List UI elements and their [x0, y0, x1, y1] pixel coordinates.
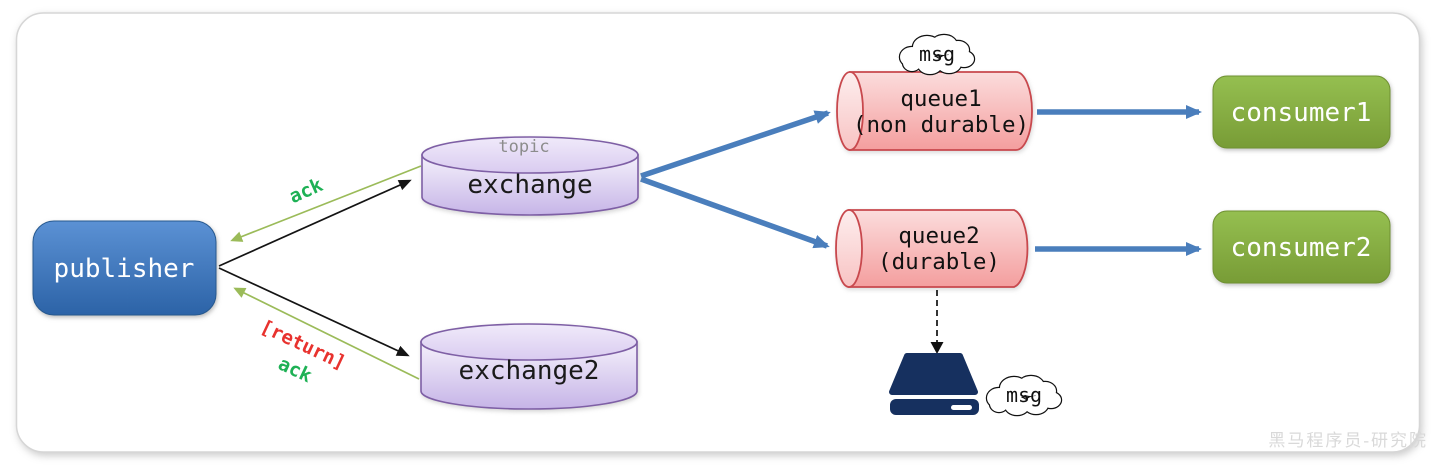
dashed-arrowhead	[930, 342, 944, 354]
msg-cloud-top: msg	[898, 33, 976, 76]
exchange2-cylinder-body	[420, 341, 638, 410]
consumer2-node: consumer2	[1212, 210, 1391, 284]
queue2-cylinder-cap	[835, 209, 863, 288]
arrow-publisher-to-exchange	[218, 179, 412, 267]
exchange-node: topic exchange	[421, 136, 639, 216]
consumer2-box	[1212, 210, 1391, 284]
ack-arrows	[230, 165, 422, 380]
queue2-label: queue2	[898, 223, 979, 249]
frame-card	[15, 12, 1421, 453]
publish-arrows	[218, 179, 412, 357]
disk-bar	[890, 399, 979, 415]
disk-led	[951, 405, 972, 410]
ack-arrow-exchange2-to-publisher	[233, 287, 420, 380]
exchange2-node: exchange2	[420, 323, 638, 410]
disk-icon	[889, 353, 979, 415]
msg-cloud-disk: msg	[985, 374, 1063, 417]
consumer2-label: consumer2	[1231, 233, 1372, 263]
publisher-box	[32, 220, 217, 316]
consumer1-box	[1212, 75, 1391, 149]
arrow-exchange-to-queue2	[640, 176, 830, 249]
queue1-cylinder-body	[849, 71, 1033, 151]
exchange-label: exchange	[467, 170, 592, 200]
watermark-text: 黑马程序员-研究院	[1268, 431, 1428, 450]
ack-arrow-exchange-to-publisher	[230, 165, 422, 242]
queue2-sub-label: (durable)	[878, 249, 1000, 275]
consumer1-label: consumer1	[1231, 98, 1372, 128]
queue2-cylinder-body	[848, 209, 1029, 288]
publisher-label: publisher	[54, 254, 195, 284]
queue2-node: queue2 (durable)	[835, 209, 1029, 288]
queue1-node: queue1 (non durable)	[836, 71, 1033, 151]
arrow-exchange-to-queue1	[640, 110, 831, 179]
consumer1-node: consumer1	[1212, 75, 1391, 149]
exchange-cylinder-top	[421, 136, 639, 174]
exchange-type-label: topic	[498, 137, 549, 157]
disk-top	[889, 353, 978, 395]
exchange2-label: exchange2	[459, 356, 600, 386]
arrow-publisher-to-exchange2	[218, 267, 410, 357]
msg-disk-label: msg	[1006, 383, 1042, 407]
queue1-sub-label: (non durable)	[853, 112, 1029, 138]
queue1-cylinder-cap	[836, 71, 864, 151]
blue-arrows	[640, 105, 1202, 256]
publisher-node: publisher	[32, 220, 217, 316]
msg-top-label: msg	[919, 42, 955, 66]
persist-arrow	[930, 290, 944, 354]
exchange2-cylinder-top	[420, 323, 638, 361]
queue1-label: queue1	[900, 86, 981, 112]
